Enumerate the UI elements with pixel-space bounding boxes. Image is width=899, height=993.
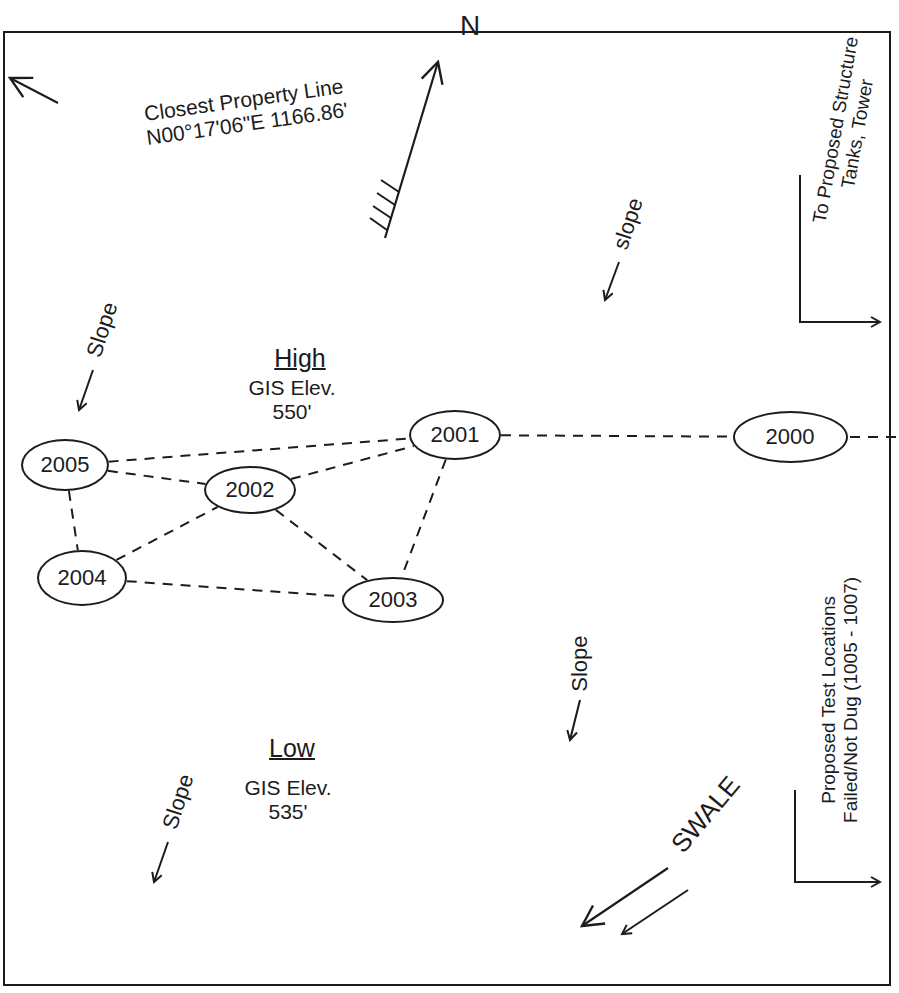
dashed-line: [850, 436, 899, 438]
test-location-oval: 2004: [37, 550, 127, 606]
sketch-note: Slope: [567, 629, 592, 699]
test-location-oval: 2001: [409, 410, 501, 460]
sketch-note: slope: [605, 187, 651, 261]
site-frame: [4, 32, 890, 985]
swale-arrow: [622, 890, 688, 934]
sketch-note: Proposed Test Locations Failed/Not Dug (…: [818, 575, 862, 825]
slope-arrow: [605, 262, 619, 300]
location-number: 2002: [226, 477, 275, 503]
location-number: 2005: [41, 452, 90, 478]
dashed-connector: [291, 446, 414, 479]
north-arrow: [385, 62, 438, 238]
dashed-connector: [116, 507, 217, 560]
sketch-note: GIS Elev. 550': [227, 376, 357, 424]
sketch-note: Slope: [79, 293, 125, 367]
sketch-note: Slope: [155, 765, 201, 839]
location-number: 2000: [766, 424, 815, 450]
test-location-oval: 2003: [342, 577, 444, 623]
test-location-oval: 2005: [21, 439, 109, 491]
property-line-pointer: [10, 78, 58, 103]
test-location-oval: 2000: [733, 411, 848, 463]
location-number: 2001: [431, 422, 480, 448]
sketch-note: High: [265, 344, 335, 373]
dashed-connector: [69, 491, 78, 550]
slope-arrow: [79, 370, 93, 410]
sketch-note: N: [450, 10, 490, 42]
dashed-connector: [108, 471, 206, 484]
north-arrow-feathers: [370, 180, 399, 230]
dashed-connector: [127, 581, 343, 596]
slope-arrow: [570, 700, 580, 740]
dashed-connector: [276, 510, 367, 580]
sketch-note: SWALE: [656, 759, 756, 870]
sketch-note: Closest Property Line N00°17'06"E 1166.8…: [140, 74, 350, 150]
location-number: 2003: [369, 587, 418, 613]
dashed-connector: [109, 439, 410, 462]
location-number: 2004: [58, 565, 107, 591]
sketch-note: Low: [257, 734, 327, 763]
sketch-note: GIS Elev. 535': [223, 776, 353, 824]
dashed-connector: [402, 459, 446, 577]
slope-arrow: [154, 842, 168, 882]
test-location-oval: 2002: [204, 466, 296, 514]
dashed-connector: [501, 435, 733, 436]
swale-arrow: [582, 868, 668, 926]
sketch-note: To Proposed Structure Tanks, Tower: [806, 22, 886, 241]
